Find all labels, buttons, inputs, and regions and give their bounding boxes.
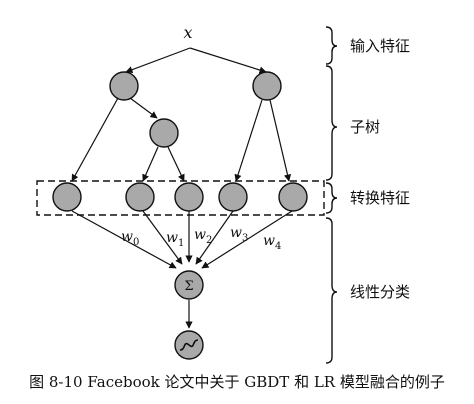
leaf-node-3 [174,182,204,212]
edge-x-root2 [189,47,267,74]
edge-leaf4-sum [195,210,234,265]
edge-root1-leaf1 [71,97,119,182]
leaf-node-5 [278,182,308,212]
input-x-label: x [183,23,192,42]
figure-caption: 图 8-10 Facebook 论文中关于 GBDT 和 LR 模型融合的例子 [29,373,445,391]
edge-leaf2-sum [142,210,183,265]
sigmoid-icon [179,339,199,351]
edge-x-root1 [125,47,191,74]
brace-linear [325,217,338,364]
section-braces [325,26,338,364]
gbdt-lr-diagram: x Σ w0 w1 [36,23,410,364]
brace-transform [325,182,338,214]
edge-leaf1-sum [71,210,177,269]
edge-root1-inner [129,97,158,119]
brace-trees [325,65,338,181]
weight-label-w2: w2 [194,227,212,246]
tree1-root-node [109,71,139,101]
edge-root2-leaf4 [234,99,263,182]
tree-nodes [52,71,308,360]
weight-label-w0: w0 [121,229,139,248]
weight-label-w1: w1 [166,230,184,249]
sum-node [174,270,204,300]
transform-features-box [36,180,325,216]
tree1-inner-node [149,118,179,148]
section-label-transform: 转换特征 [350,189,410,207]
tree2-root-node [252,71,282,101]
brace-input [325,26,338,65]
weight-label-w4: w4 [263,233,281,252]
edges [71,47,293,329]
section-label-input: 输入特征 [350,37,410,55]
edge-inner-leaf2 [142,146,159,182]
section-label-trees: 子树 [350,118,380,136]
leaf-node-2 [125,182,155,212]
weight-label-w3: w3 [230,225,248,244]
leaf-node-4 [218,182,248,212]
section-label-linear: 线性分类 [350,283,410,301]
edge-inner-leaf3 [167,146,185,182]
edge-root2-leaf5 [269,99,292,182]
leaf-node-1 [52,182,82,212]
sum-symbol: Σ [184,279,193,294]
edge-leaf5-sum [201,210,293,269]
